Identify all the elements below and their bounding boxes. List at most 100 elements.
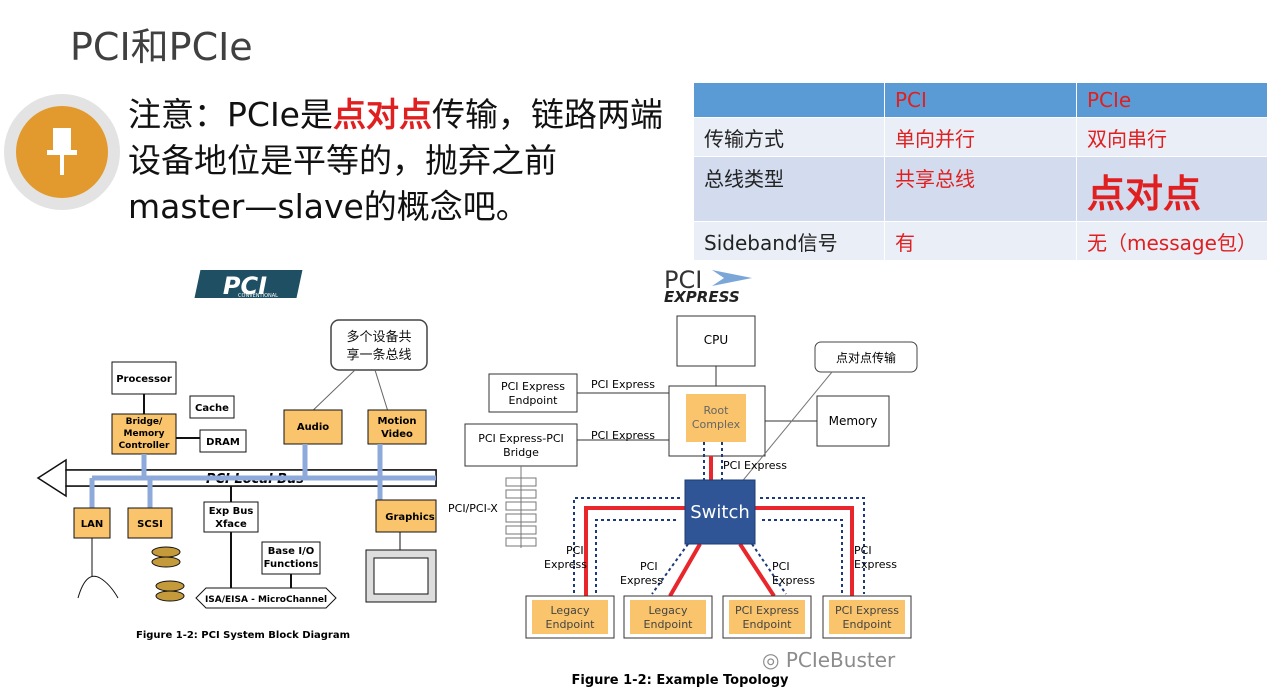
root-label-1: Root xyxy=(704,404,730,417)
pci-caption: Figure 1-2: PCI System Block Diagram xyxy=(136,630,350,641)
table-cell: 传输方式 xyxy=(693,117,885,157)
memory-label: Memory xyxy=(829,414,878,428)
processor-block xyxy=(111,361,177,395)
monitor-icon xyxy=(365,532,437,603)
bridge-label-2: Bridge xyxy=(503,446,539,459)
exp-bus-label-2: Xface xyxy=(215,519,247,530)
table-cell: 有 xyxy=(884,221,1077,261)
table-cell: 双向串行 xyxy=(1076,117,1268,157)
table-cell-emphasis: 点对点 xyxy=(1087,172,1202,216)
ep3-label-1: PCI Express xyxy=(735,604,799,617)
cache-block xyxy=(189,395,235,419)
scsi-label: SCSI xyxy=(137,519,163,530)
pci-logo-text: PCI xyxy=(223,272,267,300)
link-pci-1: PCI xyxy=(566,544,584,557)
bridge-label-2: Memory xyxy=(124,429,165,439)
pci-logo-subtext: CONVENTIONAL xyxy=(238,293,278,299)
graphics-block xyxy=(375,499,437,533)
cache-label: Cache xyxy=(195,403,229,414)
motion-label-1: Motion xyxy=(377,416,416,427)
link-express-1: Express xyxy=(544,558,587,571)
exp-bus-label-1: Exp Bus xyxy=(209,506,254,517)
switch-label: Switch xyxy=(690,502,750,523)
red-p2p-links xyxy=(584,456,854,598)
link-label-switch: PCI Express xyxy=(723,459,787,472)
audio-label: Audio xyxy=(297,422,329,433)
note-highlight: 点对点 xyxy=(332,95,432,134)
bridge-label-1: Bridge/ xyxy=(126,417,163,427)
cpu-label: CPU xyxy=(704,333,728,347)
legacy-endpoint-1 xyxy=(532,600,608,634)
table-row: 总线类型 共享总线 点对点 xyxy=(693,156,1268,222)
note-prefix: 注意：PCIe是 xyxy=(128,95,333,134)
bridge-block xyxy=(111,413,177,455)
ep1-label-2: Endpoint xyxy=(546,618,596,631)
pci-express-logo: PCI EXPRESS xyxy=(664,266,752,306)
pci-system-diagram: PCI CONVENTIONAL 多个设备共 享一条总线 Processor C… xyxy=(36,270,437,641)
lan-label: LAN xyxy=(81,519,103,530)
pci-pcix-label: PCI/PCI-X xyxy=(448,502,498,515)
shared-bus-callout: 多个设备共 享一条总线 xyxy=(304,319,428,419)
note-suffix: 传输，链路两端设备地位是平等的，抛弃之前master—slave的概念吧。 xyxy=(128,95,663,226)
ep4-label-2: Endpoint xyxy=(843,618,893,631)
bus-connections xyxy=(89,444,436,508)
dram-block xyxy=(199,429,247,453)
audio-block xyxy=(283,409,343,445)
table-header-cell: PCIe xyxy=(1076,82,1268,118)
callout-text-1: 多个设备共 xyxy=(346,329,411,345)
ep1-label-1: Legacy xyxy=(551,604,590,617)
pcie-caption: Figure 1-2: Example Topology xyxy=(571,673,789,688)
link-pci-4: PCI xyxy=(854,544,872,557)
base-io-label-1: Base I/O xyxy=(268,546,314,557)
motion-video-block xyxy=(367,409,427,445)
table-row: Sideband信号 有 无（message包） xyxy=(693,221,1268,261)
dotted-traffic-paths xyxy=(573,442,865,595)
dram-label: DRAM xyxy=(206,437,240,448)
link-pci-2: PCI xyxy=(640,560,658,573)
ep2-label-1: Legacy xyxy=(649,604,688,617)
table-cell: 单向并行 xyxy=(884,117,1077,157)
root-complex-block xyxy=(686,394,746,442)
pcie-logo-bottom: EXPRESS xyxy=(664,288,740,306)
watermark-text: PCIeBuster xyxy=(785,648,896,672)
link-label-bridge: PCI Express xyxy=(591,429,655,442)
root-label-2: Complex xyxy=(692,418,741,431)
legacy-endpoint-2 xyxy=(630,600,706,634)
comparison-table: PCI PCIe 传输方式 单向并行 双向串行 总线类型 共享总线 点对点 Si… xyxy=(693,82,1268,261)
link-label-top: PCI Express xyxy=(591,378,655,391)
bridge-label-3: Controller xyxy=(119,441,170,451)
ep4-label-1: PCI Express xyxy=(835,604,899,617)
note-text: 注意：PCIe是点对点传输，链路两端设备地位是平等的，抛弃之前master—sl… xyxy=(128,92,668,230)
table-cell: 总线类型 xyxy=(693,156,885,222)
scsi-block xyxy=(127,507,173,539)
isa-bus-label: ISA/EISA - MicroChannel xyxy=(205,595,327,605)
motion-label-2: Video xyxy=(381,429,413,440)
table-cell: 共享总线 xyxy=(884,156,1077,222)
link-express-2: Express xyxy=(620,574,663,587)
pcie-pci-bridge-block xyxy=(464,423,578,467)
p2p-callout-text: 点对点传输 xyxy=(836,350,896,365)
top-endpoint-label-1: PCI Express xyxy=(501,380,565,393)
table-header-cell xyxy=(693,82,885,118)
pcie-endpoint-4 xyxy=(829,600,905,634)
pcie-logo-top: PCI xyxy=(664,266,702,294)
pcie-endpoint-3 xyxy=(729,600,805,634)
point-to-point-callout: 点对点传输 xyxy=(739,341,918,485)
graphics-label: Graphics xyxy=(385,512,435,523)
ep2-label-2: Endpoint xyxy=(644,618,694,631)
table-header-cell: PCI xyxy=(884,82,1077,118)
table-cell: 无（message包） xyxy=(1076,221,1268,261)
pci-conventional-logo: PCI CONVENTIONAL xyxy=(194,270,303,300)
pushpin-icon xyxy=(16,106,108,198)
page-title: PCI和PCIe xyxy=(70,25,253,69)
wechat-icon: ◎ xyxy=(762,648,786,672)
link-express-4: Express xyxy=(854,558,897,571)
table-row: 传输方式 单向并行 双向串行 xyxy=(693,117,1268,157)
top-endpoint-block xyxy=(488,373,578,413)
disk-stack-icon xyxy=(151,546,185,602)
switch-block xyxy=(684,479,756,545)
base-io-label-2: Functions xyxy=(264,559,319,570)
top-endpoint-label-2: Endpoint xyxy=(509,394,559,407)
memory-block xyxy=(816,395,890,447)
cpu-block xyxy=(676,315,756,367)
